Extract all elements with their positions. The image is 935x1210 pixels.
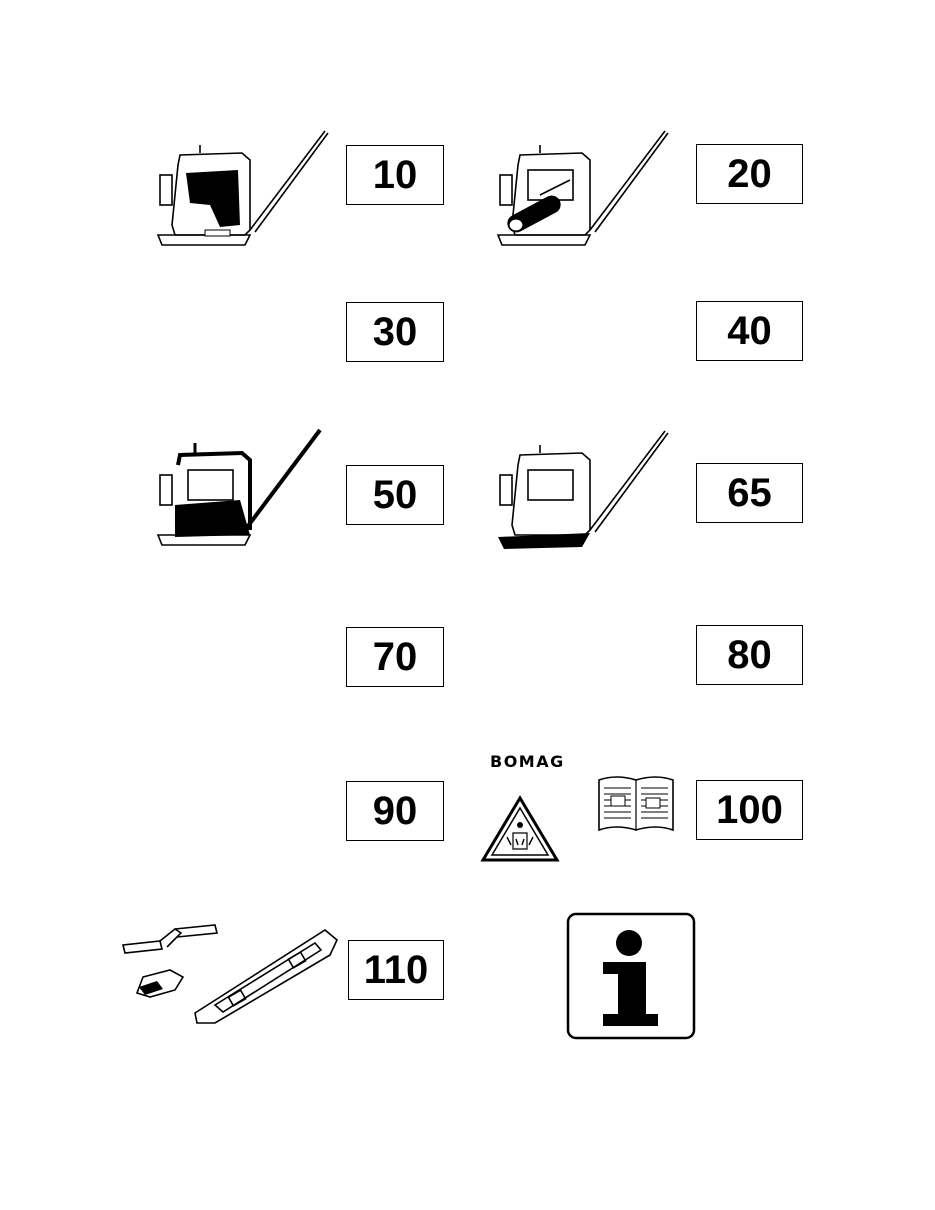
compactor-frame-highlight-icon (156, 428, 322, 546)
safety-warning-triangle-icon (480, 795, 560, 862)
compactor-engine-highlight-icon (156, 130, 329, 246)
compactor-belt-drive-highlight-icon (496, 130, 669, 246)
section-number-20: 20 (696, 144, 803, 204)
section-number-110: 110 (348, 940, 444, 1000)
section-number-90: 90 (346, 781, 444, 841)
section-number-65: 65 (696, 463, 803, 523)
brand-label: BOMAG (490, 752, 565, 771)
section-number-100: 100 (696, 780, 803, 840)
section-number-40: 40 (696, 301, 803, 361)
open-manual-book-icon (598, 776, 674, 832)
section-number-50: 50 (346, 465, 444, 525)
compactor-base-plate-highlight-icon (498, 430, 669, 549)
section-number-70: 70 (346, 627, 444, 687)
section-number-10: 10 (346, 145, 444, 205)
section-number-80: 80 (696, 625, 803, 685)
information-i-icon (566, 912, 696, 1040)
tools-and-extension-plate-icon (122, 924, 338, 1024)
section-number-30: 30 (346, 302, 444, 362)
